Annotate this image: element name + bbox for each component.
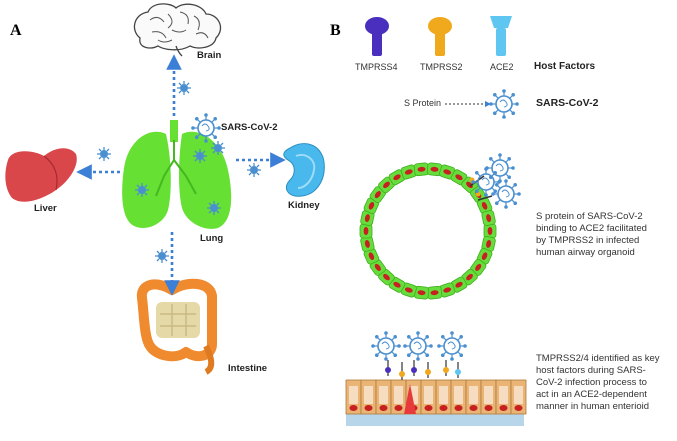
sars-cov-2-label-b: SARS-CoV-2 — [536, 97, 599, 109]
organoid-cell — [378, 268, 395, 286]
enteroid-virus-icon — [370, 330, 402, 362]
organoid-description: S protein of SARS-CoV-2 binding to ACE2 … — [536, 211, 647, 259]
organoid-cell — [369, 259, 386, 276]
enteroid-desc-line: manner in human enterioid — [536, 401, 650, 412]
organoid-cell — [363, 247, 380, 265]
host-factor-ace2: ACE2 — [490, 62, 514, 72]
organoid-cell — [359, 223, 373, 239]
host-factors-title: Host Factors — [534, 61, 596, 72]
sars-cov-2-label: SARS-CoV-2 — [221, 122, 278, 133]
enteroid-cell — [480, 379, 497, 415]
s-protein-label: S Protein — [404, 98, 442, 108]
enteroid-desc-line: TMPRSS2/4 identified as key — [536, 353, 660, 364]
organoid-cell — [400, 164, 417, 180]
enteroid-cell — [495, 379, 512, 415]
enteroid-cell — [435, 379, 452, 415]
intestine-label: Intestine — [228, 363, 268, 374]
organoid-cell — [388, 169, 406, 186]
sars-cov-2-virus-icon — [190, 112, 222, 144]
infected-cell — [404, 384, 416, 414]
virus-particle-icon — [210, 140, 226, 156]
enteroid-cell — [345, 379, 362, 415]
tmprss2-icon — [428, 17, 452, 56]
enteroid-cell — [465, 379, 482, 415]
virus-in-lung-icon — [206, 200, 222, 216]
liver-icon — [5, 148, 77, 202]
enteroid-virus-icon — [436, 330, 468, 362]
enteroid-cell — [360, 379, 377, 415]
organoid-desc-line: human airway organoid — [536, 247, 635, 258]
organoid-cell — [426, 285, 443, 300]
intestine-icon — [136, 278, 217, 375]
virus-particle-icon — [96, 146, 112, 162]
lung-label: Lung — [200, 233, 224, 244]
panel-b-letter: B — [330, 22, 341, 39]
bound-virus-icon — [490, 178, 522, 210]
organoid-cell — [400, 282, 417, 298]
virus-particle-icon — [176, 80, 192, 96]
enteroid-base — [346, 412, 524, 426]
brain-label: Brain — [197, 50, 222, 61]
host-factor-tmprss2: TMPRSS2 — [420, 62, 463, 72]
organoid-cell — [413, 285, 430, 300]
organoid-cell — [439, 164, 456, 180]
human-enteroid — [345, 379, 527, 426]
host-factor-tmprss4: TMPRSS4 — [355, 62, 398, 72]
virus-particle-icon — [154, 248, 170, 264]
enteroid-desc-line: host factors during SARS- — [536, 365, 646, 376]
kidney-label: Kidney — [288, 200, 320, 211]
organoid-cell — [476, 247, 493, 265]
virus-in-lung-icon — [192, 148, 208, 164]
organoid-cell — [481, 235, 496, 252]
bound-viruses — [469, 152, 522, 210]
enteroid-cell — [450, 379, 467, 415]
organoid-cell — [483, 223, 497, 239]
tmprss4-icon — [365, 17, 389, 56]
enteroid-cell — [375, 379, 392, 415]
enteroid-viruses — [370, 330, 468, 380]
enteroid-cell — [510, 379, 527, 415]
bound-virus-icon — [470, 166, 502, 198]
bound-virus-icon — [484, 152, 516, 184]
enteroid-desc-line: act in an ACE2-dependent — [536, 389, 647, 400]
virus-in-lung-icon — [134, 182, 150, 198]
organoid-desc-line: by TMPRSS2 in infected — [536, 235, 640, 246]
enteroid-cell — [420, 379, 437, 415]
spread-arrows — [76, 54, 286, 296]
enteroid-desc-line: CoV-2 infection process to — [536, 377, 647, 388]
sars-cov-2-virus-icon — [488, 88, 520, 120]
airway-organoid — [359, 162, 497, 300]
panel-a-letter: A — [10, 22, 22, 39]
virus-particle-icon — [246, 162, 262, 178]
brain-icon — [133, 3, 222, 57]
lung-icon — [122, 120, 232, 229]
organoid-cell — [439, 282, 456, 298]
organoid-cell — [481, 210, 496, 227]
ace2-icon — [490, 16, 512, 56]
kidney-icon — [283, 143, 325, 197]
organoid-desc-line: S protein of SARS-CoV-2 — [536, 211, 643, 222]
enteroid-cell — [390, 379, 407, 415]
organoid-desc-line: binding to ACE2 facilitated — [536, 223, 647, 234]
liver-label: Liver — [34, 203, 57, 214]
enteroid-description: TMPRSS2/4 identified as key host factors… — [536, 353, 660, 413]
enteroid-virus-icon — [402, 330, 434, 362]
organoid-cell — [413, 162, 430, 177]
